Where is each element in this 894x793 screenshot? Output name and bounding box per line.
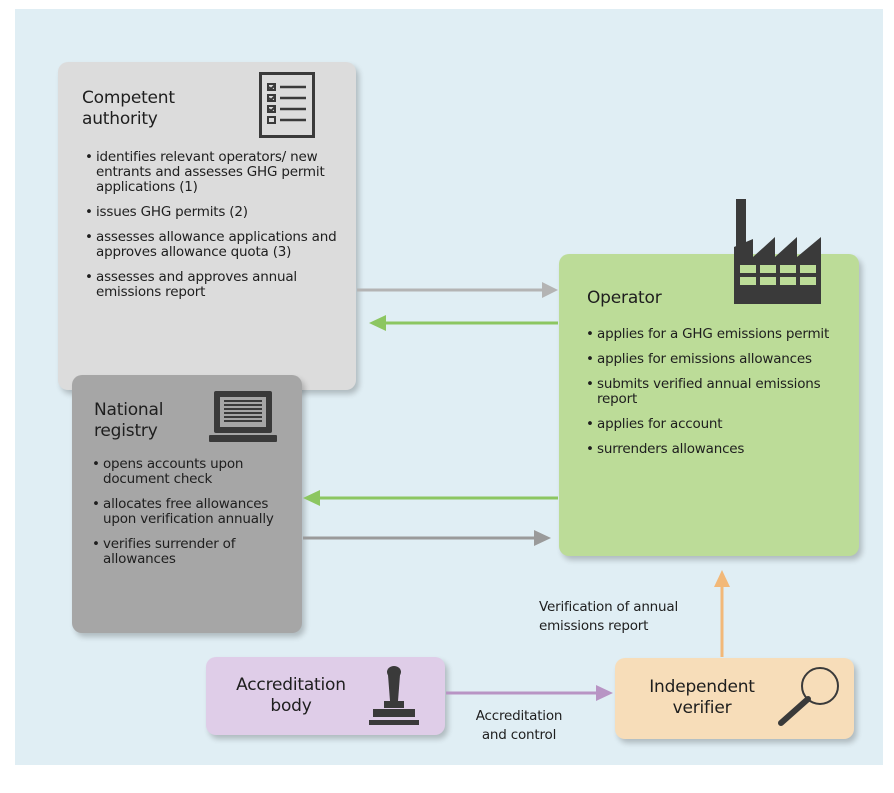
- list-item: applies for a GHG emissions permit: [586, 327, 848, 343]
- verifier-to-operator-arrow: [714, 570, 730, 657]
- list-item: applies for emissions allowances: [586, 352, 848, 368]
- operator-list: applies for a GHG emissions permit appli…: [586, 327, 848, 467]
- verification-label-line2: emissions report: [539, 618, 649, 634]
- list-item: opens accounts upon document check: [92, 457, 292, 487]
- accreditation-body-box: Accreditation body: [206, 657, 445, 735]
- accreditation-body-title-line1: Accreditation: [236, 675, 346, 695]
- registry-to-operator-arrow: [303, 530, 551, 546]
- national-registry-title-line1: National: [94, 400, 164, 420]
- accreditation-body-title-line2: body: [270, 696, 312, 716]
- list-item: verifies surrender of allowances: [92, 537, 292, 567]
- list-item: identifies relevant operators/ new entra…: [85, 150, 345, 195]
- independent-verifier-title-line2: verifier: [672, 698, 732, 718]
- operator-to-ca-arrow: [369, 315, 558, 331]
- verification-label-line1: Verification of annual: [539, 599, 679, 615]
- list-item: assesses and approves annual emissions r…: [85, 270, 345, 300]
- competent-authority-title-line2: authority: [82, 109, 158, 129]
- checklist-icon: [259, 72, 315, 138]
- competent-authority-title-line1: Competent: [82, 88, 175, 108]
- national-registry-list: opens accounts upon document check alloc…: [92, 457, 292, 577]
- competent-authority-list: identifies relevant operators/ new entra…: [85, 150, 345, 310]
- accreditation-label: Accreditation and control: [464, 707, 574, 745]
- competent-authority-box: Competent authority identifies relevant …: [58, 62, 356, 390]
- list-item: assesses allowance applications and appr…: [85, 230, 345, 260]
- accreditation-to-verifier-arrow: [446, 685, 613, 701]
- list-item: issues GHG permits (2): [85, 205, 345, 221]
- verification-label: Verification of annual emissions report: [539, 598, 678, 636]
- list-item: applies for account: [586, 417, 848, 433]
- stamp-icon: [369, 666, 419, 725]
- ca-to-operator-arrow: [357, 282, 558, 298]
- national-registry-title: National registry: [94, 400, 163, 442]
- factory-icon: [734, 199, 821, 304]
- accreditation-label-line2: and control: [481, 727, 557, 743]
- list-item: allocates free allowances upon verificat…: [92, 497, 292, 527]
- list-item: surrenders allowances: [586, 442, 848, 458]
- list-item: submits verified annual emissions report: [586, 377, 848, 407]
- independent-verifier-title-line1: Independent: [649, 677, 755, 697]
- accreditation-body-title: Accreditation body: [226, 675, 356, 717]
- independent-verifier-box: Independent verifier: [615, 658, 854, 739]
- operator-to-registry-arrow: [303, 490, 558, 506]
- national-registry-title-line2: registry: [94, 421, 158, 441]
- operator-box: Operator applies for a GHG emissions per…: [559, 199, 859, 556]
- independent-verifier-title: Independent verifier: [637, 677, 767, 719]
- national-registry-box: National registry opens accounts upon do…: [72, 375, 302, 633]
- competent-authority-title: Competent authority: [82, 88, 175, 130]
- operator-title: Operator: [587, 288, 662, 308]
- magnifier-icon: [778, 667, 839, 726]
- laptop-icon: [209, 391, 277, 442]
- accreditation-label-line1: Accreditation: [475, 708, 563, 724]
